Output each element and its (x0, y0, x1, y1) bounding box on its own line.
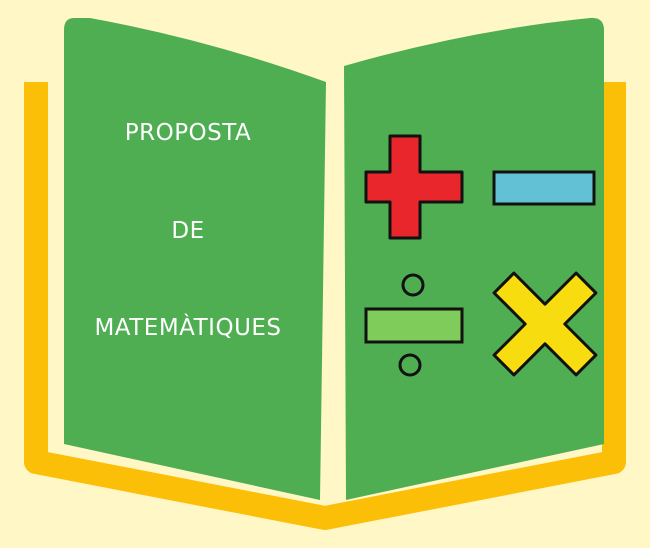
book-frame (24, 82, 626, 530)
minus-icon (492, 170, 596, 206)
left-page (64, 18, 326, 500)
cover-title-line-2: DE (171, 218, 205, 244)
right-page (344, 17, 604, 501)
cover-title-line-1: PROPOSTA (124, 120, 252, 146)
multiply-icon (492, 271, 598, 377)
cover-title-line-3: MATEMÀTIQUES (94, 315, 282, 341)
plus-icon (364, 134, 464, 240)
divide-icon (364, 273, 464, 377)
